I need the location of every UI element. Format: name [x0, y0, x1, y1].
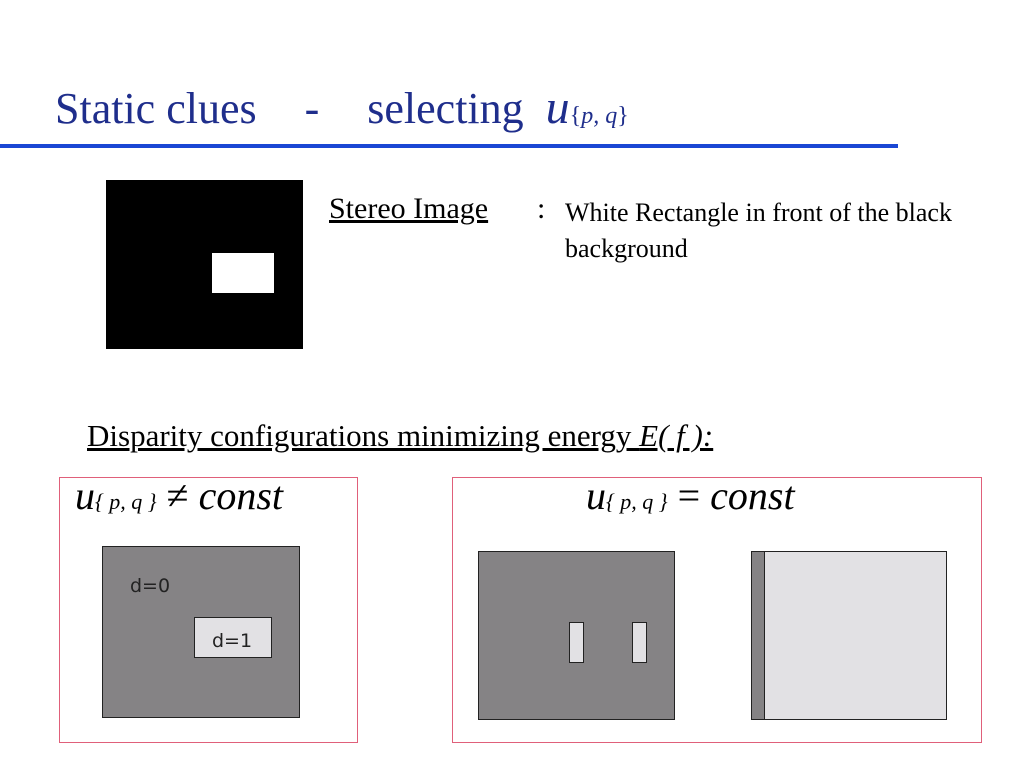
formula-left-sub: { p, q }	[95, 489, 157, 514]
stereo-image-label: Stereo Image	[329, 192, 489, 225]
title-word: selecting	[367, 84, 524, 133]
left-case-panel	[59, 477, 358, 743]
stereo-description: White Rectangle in front of the black ba…	[565, 198, 952, 263]
formula-right-rhs: const	[710, 473, 795, 518]
title-underline	[0, 144, 898, 148]
disparity-map-middle-right-bar	[632, 622, 647, 663]
formula-not-const: u{ p, q } ≠ const	[75, 476, 283, 516]
title-math-var: u	[545, 81, 570, 134]
stereo-label-colon: :	[537, 192, 546, 225]
formula-right-op: =	[677, 473, 701, 518]
title-text: Static clues	[55, 84, 257, 133]
disparity-heading-text: Disparity configurations minimizing ener…	[87, 418, 640, 453]
disparity-map-left-inner-rect	[194, 617, 272, 658]
label-d1: d=1	[212, 630, 253, 652]
disparity-map-right	[751, 551, 947, 720]
formula-right-sub: { p, q }	[606, 489, 668, 514]
label-d0: d=0	[130, 575, 171, 597]
formula-left-op: ≠	[166, 473, 189, 518]
formula-const: u{ p, q } = const	[586, 476, 795, 516]
disparity-map-middle-left-bar	[569, 622, 584, 663]
formula-left-rhs: const	[198, 473, 283, 518]
formula-left-var: u	[75, 473, 95, 518]
slide-title: Static clues-selecting u{p, q}	[55, 84, 629, 132]
stereo-image-white-rectangle	[212, 253, 274, 293]
right-case-panel	[452, 477, 982, 743]
energy-function: E( f ):	[639, 418, 714, 453]
disparity-heading: Disparity configurations minimizing ener…	[87, 418, 713, 454]
formula-right-var: u	[586, 473, 606, 518]
disparity-map-right-strip	[752, 552, 765, 719]
title-math-sub: {p, q}	[569, 103, 629, 129]
title-dash: -	[304, 84, 320, 133]
